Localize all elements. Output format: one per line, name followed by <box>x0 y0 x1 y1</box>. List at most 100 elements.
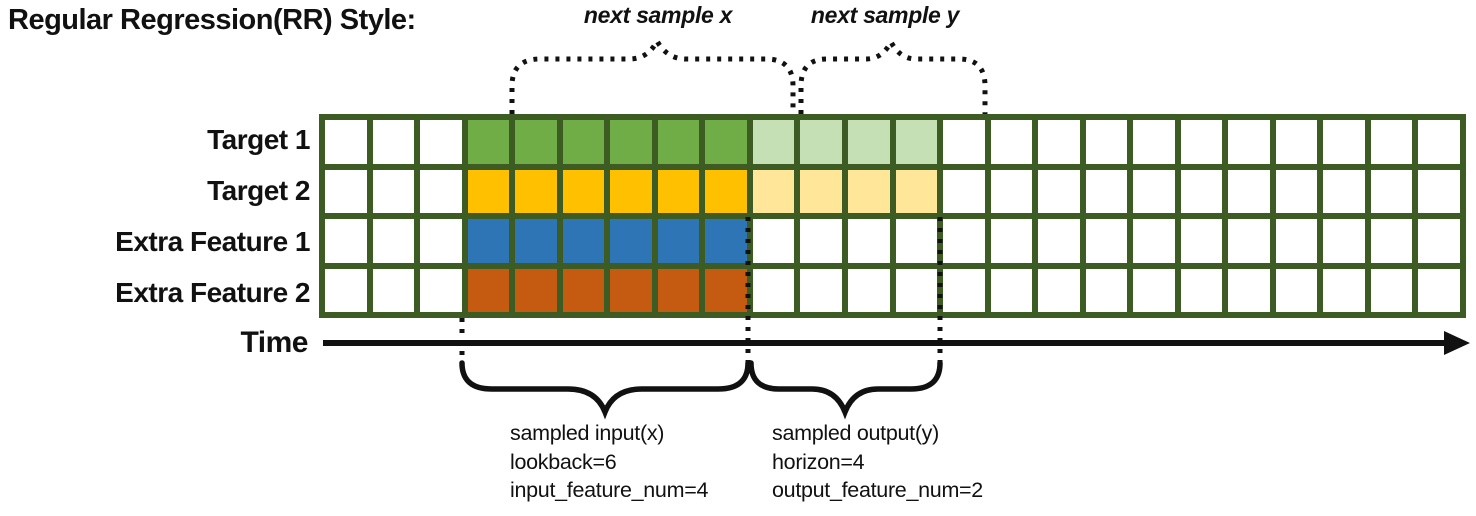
grid-cell <box>467 120 510 164</box>
grid-cell <box>420 219 462 263</box>
grid-cell <box>1275 169 1318 213</box>
grid-cell <box>1180 120 1223 164</box>
row-label-target-1: Target 1 <box>207 124 310 155</box>
next-sample-y-brace <box>798 36 988 114</box>
time-axis-label: Time <box>240 326 309 359</box>
grid-cell <box>990 268 1033 312</box>
grid-cell <box>325 169 367 213</box>
grid-cell <box>1180 169 1223 213</box>
grid-cell <box>562 219 605 263</box>
grid-cell <box>420 169 462 213</box>
grid-cell <box>372 169 415 213</box>
grid-cell <box>420 120 462 164</box>
next-sample-x-brace <box>509 35 796 114</box>
grid-cell <box>705 120 747 164</box>
grid-cell <box>1085 219 1128 263</box>
grid-cell <box>895 219 938 263</box>
grid-cell <box>372 120 415 164</box>
grid-cell <box>895 169 938 213</box>
grid-cell <box>705 169 747 213</box>
grid-cell <box>847 169 890 213</box>
grid-cell <box>1038 219 1080 263</box>
grid-cell <box>610 268 652 312</box>
grid-cell <box>990 120 1033 164</box>
grid-cell <box>1133 268 1175 312</box>
grid-cell <box>372 268 415 312</box>
grid-cell <box>1228 268 1270 312</box>
input-feature-num-value: input_feature_num=4 <box>510 478 709 502</box>
grid-cell <box>705 219 747 263</box>
grid-cell <box>1228 219 1270 263</box>
grid-cell <box>467 169 510 213</box>
grid-cell <box>1370 268 1413 312</box>
grid-cell <box>800 120 842 164</box>
grid-cell <box>1133 219 1175 263</box>
grid-cell <box>847 268 890 312</box>
grid-cell <box>657 169 700 213</box>
next-sample-y-label: next sample y <box>810 2 960 28</box>
grid-cell <box>990 169 1033 213</box>
grid-cell <box>752 219 795 263</box>
grid-cell <box>325 120 367 164</box>
grid-cell <box>1038 169 1080 213</box>
grid-cell <box>1323 268 1365 312</box>
grid-cell <box>1180 268 1223 312</box>
grid-cell <box>325 219 367 263</box>
grid-cell <box>467 219 510 263</box>
row-label-extra-feature-2: Extra Feature 2 <box>115 277 310 308</box>
grid-cell <box>562 169 605 213</box>
grid-cell <box>1180 219 1223 263</box>
grid-cell <box>1085 169 1128 213</box>
grid-cell <box>562 268 605 312</box>
grid-cell <box>800 219 842 263</box>
grid-cell <box>610 219 652 263</box>
grid-cell <box>562 120 605 164</box>
grid-cell <box>610 120 652 164</box>
sampled-input-brace <box>459 360 751 420</box>
grid-cell <box>1085 268 1128 312</box>
grid-cell <box>1275 268 1318 312</box>
grid-cell <box>1038 120 1080 164</box>
grid-cell <box>1370 169 1413 213</box>
grid-cell <box>657 219 700 263</box>
grid-cell <box>1133 120 1175 164</box>
lookback-value: lookback=6 <box>510 449 617 474</box>
grid-cell <box>325 268 367 312</box>
grid-cell <box>467 268 510 312</box>
time-axis-arrowhead <box>1444 331 1470 355</box>
grid-cell <box>1228 169 1270 213</box>
grid-cell <box>847 219 890 263</box>
sampled-output-brace <box>748 360 943 420</box>
grid-cell <box>1323 169 1365 213</box>
grid-cell <box>515 120 557 164</box>
grid-cell <box>610 169 652 213</box>
sampled-output-title: sampled output(y) <box>772 421 939 445</box>
sampled-output-note: sampled output(y) horizon=4 output_featu… <box>772 419 983 505</box>
grid-cell <box>1133 169 1175 213</box>
grid-cell <box>372 219 415 263</box>
row-label-target-2: Target 2 <box>207 175 310 206</box>
grid-cell <box>847 120 890 164</box>
grid-cell <box>705 268 747 312</box>
grid-cell <box>800 169 842 213</box>
grid-cell <box>1275 219 1318 263</box>
output-feature-num-value: output_feature_num=2 <box>772 478 983 502</box>
grid-cell <box>752 268 795 312</box>
grid-cell <box>990 219 1033 263</box>
grid-cell <box>943 120 985 164</box>
grid-cell <box>1323 120 1365 164</box>
grid-cell <box>1228 120 1270 164</box>
grid-cell <box>1275 120 1318 164</box>
grid-cell <box>1418 169 1460 213</box>
grid-cell <box>1418 120 1460 164</box>
grid-cell <box>1085 120 1128 164</box>
grid-cell <box>657 120 700 164</box>
sampled-input-title: sampled input(x) <box>510 421 665 445</box>
grid-cell <box>515 268 557 312</box>
grid-cell <box>895 120 938 164</box>
grid-cell <box>1038 268 1080 312</box>
grid-cell <box>657 268 700 312</box>
grid-cell <box>420 268 462 312</box>
grid <box>319 114 1466 318</box>
grid-cell <box>1370 219 1413 263</box>
